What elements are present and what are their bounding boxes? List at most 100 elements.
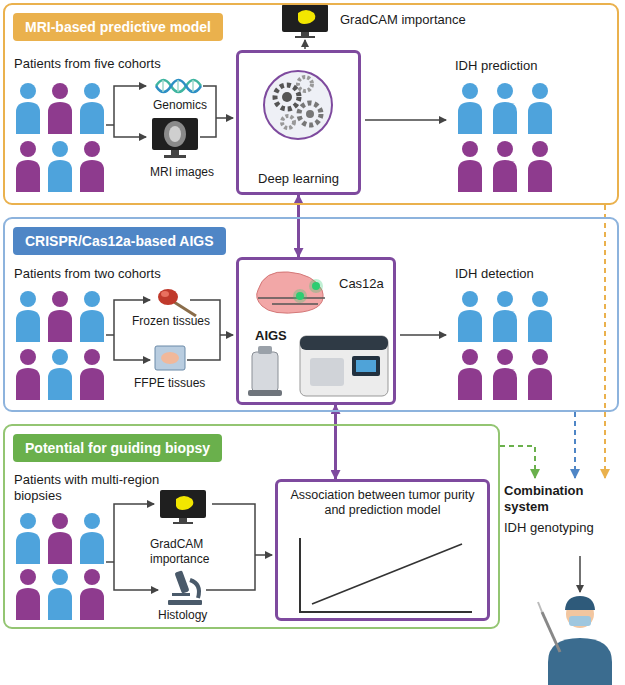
association-chart	[300, 538, 472, 612]
connector	[604, 205, 606, 478]
patient-icon	[528, 368, 552, 400]
patient-icon	[532, 83, 548, 99]
flow-arrows	[187, 335, 220, 360]
patient-icon	[497, 291, 513, 307]
gradcam-monitor	[176, 496, 193, 510]
ffpe-icon	[155, 346, 185, 370]
annotation-label: Frozen tissues	[132, 314, 210, 329]
patient-icon	[80, 310, 104, 342]
cas12a-icon	[272, 303, 318, 305]
annotation-label: GradCAM importance	[340, 12, 466, 28]
patient-icon	[16, 160, 40, 192]
patient-icon	[16, 102, 40, 134]
patient-icon	[462, 141, 478, 157]
panel-heading: MRI-based predictive model	[13, 13, 223, 41]
cas12a-icon	[257, 272, 323, 313]
patient-icon	[16, 532, 40, 564]
annotation-label: Patients from five cohorts	[14, 56, 161, 72]
ffpe-icon	[155, 346, 185, 370]
flow-arrows	[106, 334, 114, 336]
box-label: Cas12a	[339, 276, 384, 291]
patient-icons	[16, 83, 552, 620]
patient-icon	[84, 349, 100, 365]
flow-arrows	[216, 117, 233, 119]
flow-arrows	[365, 119, 446, 121]
aigs-instrument	[300, 336, 388, 350]
process-box: Association between tumor purity and pre…	[275, 479, 490, 621]
box-label: Deep learning	[239, 171, 358, 186]
gradcam-monitor	[301, 32, 309, 36]
aigs-instrument	[356, 360, 376, 372]
patient-icon	[84, 291, 100, 307]
patient-icon	[80, 368, 104, 400]
panel-heading: CRISPR/Cas12a-based AIGS	[13, 227, 226, 255]
patient-icon	[48, 160, 72, 192]
patient-icon	[532, 349, 548, 365]
mri-monitor	[169, 126, 181, 142]
patient-icon	[462, 291, 478, 307]
gradcam-monitor	[179, 518, 187, 522]
patient-icon	[52, 141, 68, 157]
patient-icon	[84, 569, 100, 585]
result-title: Combination system	[504, 483, 618, 515]
patient-icon	[462, 83, 478, 99]
surgeon-icon	[569, 616, 591, 626]
flow-arrows	[114, 504, 154, 562]
aigs-instrument	[300, 336, 388, 396]
mri-monitor	[152, 118, 198, 158]
gradcam-monitor	[173, 522, 193, 524]
annotation-label: Histology	[158, 608, 207, 623]
frozen-tissue-icon	[158, 289, 196, 316]
annotation-label: FFPE tissues	[134, 376, 205, 391]
patient-icon	[52, 569, 68, 585]
flow-arrows	[400, 334, 446, 336]
patient-icon	[20, 141, 36, 157]
cas12a-icon	[293, 289, 307, 303]
surgeon-icon	[538, 602, 542, 612]
patient-icon	[458, 368, 482, 400]
ffpe-icon	[161, 352, 179, 364]
aigs-instrument	[352, 356, 380, 376]
flow-arrows	[106, 561, 114, 563]
flow-arrows	[106, 124, 114, 126]
patient-icon	[48, 102, 72, 134]
annotation-label: MRI images	[150, 165, 214, 180]
deep-learning-icon	[282, 92, 292, 102]
microscope-icon	[174, 570, 189, 593]
aigs-instrument	[258, 346, 272, 354]
dna-icon	[156, 80, 201, 92]
patient-icon	[493, 310, 517, 342]
connector	[334, 405, 337, 479]
microscope-icon	[168, 600, 202, 605]
flow-arrows	[579, 556, 581, 592]
flow-arrows	[114, 335, 150, 360]
gradcam-monitor	[160, 490, 206, 524]
patient-icon	[80, 160, 104, 192]
dna-icon	[156, 80, 201, 92]
patient-icon	[80, 102, 104, 134]
connector	[574, 412, 576, 478]
patient-icon	[493, 368, 517, 400]
patient-icon	[52, 291, 68, 307]
microscope-icon	[190, 580, 199, 598]
annotation-label: Patients from two cohorts	[14, 266, 161, 282]
flow-arrows	[206, 555, 255, 590]
patient-icon	[20, 569, 36, 585]
cas12a-icon	[258, 297, 325, 299]
patient-icon	[16, 310, 40, 342]
patient-icon	[80, 532, 104, 564]
patient-icon	[48, 532, 72, 564]
flow-arrows	[200, 118, 216, 137]
patient-icon	[528, 102, 552, 134]
patient-icon	[52, 83, 68, 99]
annotation-label: Patients with multi-region biopsies	[14, 472, 179, 504]
annotation-label: IDH prediction	[455, 58, 537, 74]
patient-icon	[48, 310, 72, 342]
result-label: IDH genotyping	[504, 520, 618, 536]
patient-icon	[80, 588, 104, 620]
gradcam-monitor	[298, 10, 315, 24]
microscope-icon	[168, 570, 202, 605]
deep-learning-icon	[298, 77, 312, 91]
